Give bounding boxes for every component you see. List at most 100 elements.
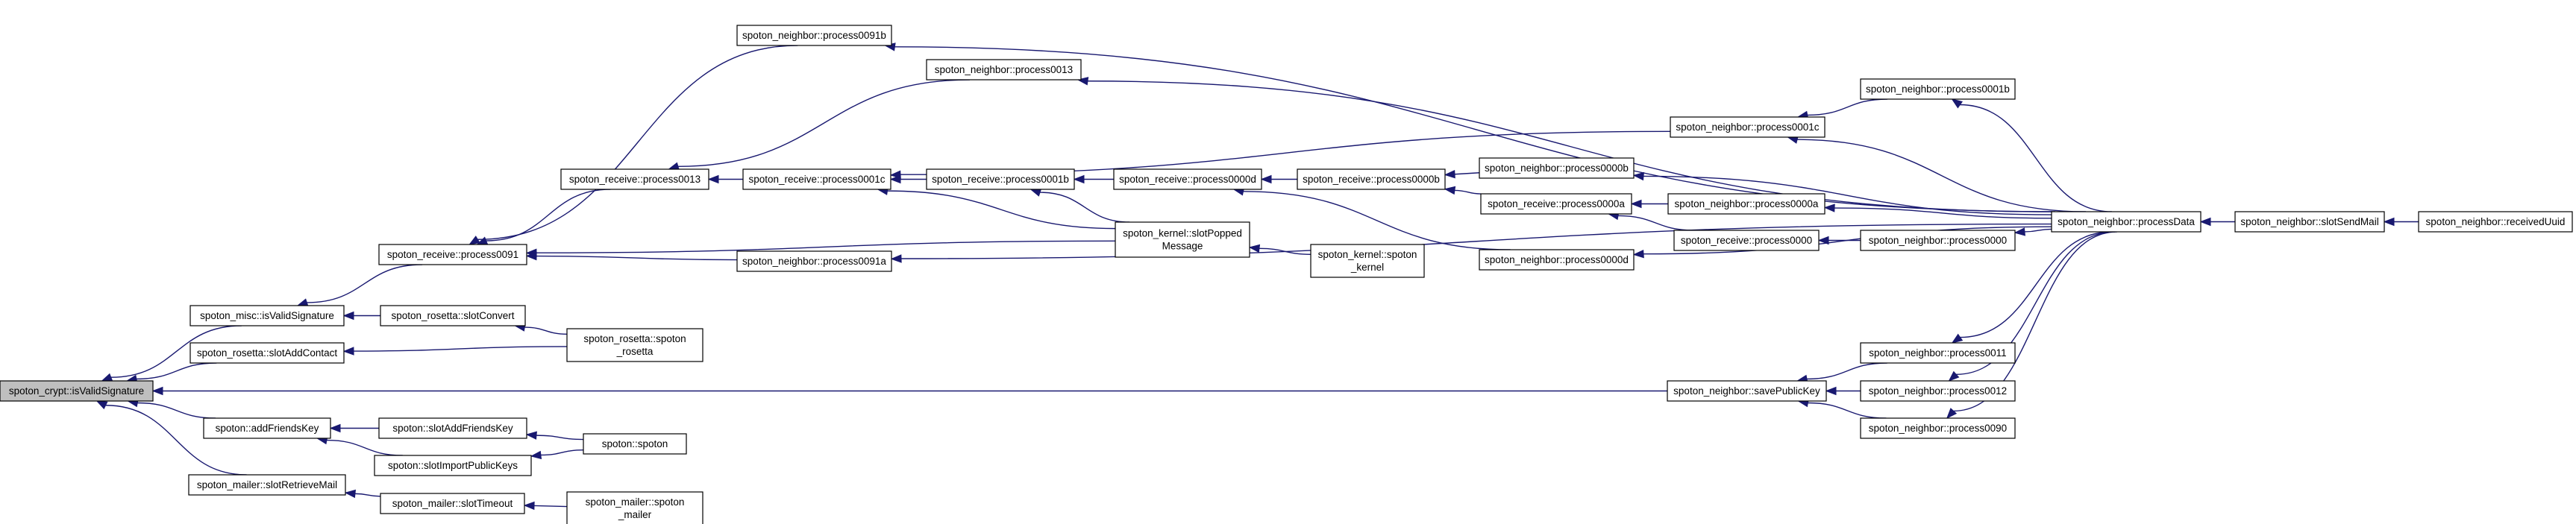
node-kernel-spoton-kernel[interactable]: spoton_kernel::spoton_kernel xyxy=(1310,244,1425,278)
arrowhead xyxy=(1948,370,1960,382)
node-spoton-spoton[interactable]: spoton::spoton xyxy=(583,433,687,455)
node-neighbor-process0000d[interactable]: spoton_neighbor::process0000d xyxy=(1479,249,1635,271)
node-neighbor-process0091a[interactable]: spoton_neighbor::process0091a xyxy=(736,250,892,272)
node-misc-is-valid-signature[interactable]: spoton_misc::isValidSignature xyxy=(189,305,345,326)
node-receive-process0001b[interactable]: spoton_receive::process0001b xyxy=(926,168,1075,190)
node-box xyxy=(203,417,331,439)
node-rosetta-slot-add-contact[interactable]: spoton_rosetta::slotAddContact xyxy=(189,342,345,364)
arrowhead xyxy=(1817,236,1829,245)
node-neighbor-slot-send-mail[interactable]: spoton_neighbor::slotSendMail xyxy=(2234,211,2385,233)
node-neighbor-process0000[interactable]: spoton_neighbor::process0000 xyxy=(1860,230,2016,251)
node-label: spoton_neighbor::savePublicKey xyxy=(1673,385,1820,397)
node-label: spoton_neighbor::processData xyxy=(2058,216,2195,227)
edge-line xyxy=(1618,215,1694,231)
node-neighbor-process0000a[interactable]: spoton_neighbor::process0000a xyxy=(1667,193,1826,215)
edge-neighbor-process0000a-to-receive-process0000a xyxy=(1630,199,1668,209)
node-box xyxy=(188,474,346,496)
node-neighbor-process0011[interactable]: spoton_neighbor::process0011 xyxy=(1860,342,2016,364)
edge-neighbor-process-data-to-neighbor-process0000b xyxy=(1632,171,2052,215)
node-label: spoton_kernel::spoton xyxy=(1318,249,1417,260)
node-receive-process0000d[interactable]: spoton_receive::process0000d xyxy=(1113,168,1262,190)
edge-neighbor-process-data-to-neighbor-process0011 xyxy=(1951,231,2112,344)
arrowhead xyxy=(296,298,309,307)
node-box xyxy=(1480,193,1632,215)
node-label: spoton_receive::process0000a xyxy=(1488,198,1625,209)
node-box xyxy=(1860,78,2016,100)
node-box xyxy=(1115,221,1250,258)
arrowhead xyxy=(101,373,113,382)
node-box xyxy=(736,250,892,272)
edge-neighbor-process-data-to-neighbor-process0001b xyxy=(1951,98,2112,212)
node-neighbor-process0090[interactable]: spoton_neighbor::process0090 xyxy=(1860,417,2016,439)
edge-receive-process0001b-to-receive-process0001c xyxy=(889,174,927,184)
edge-neighbor-save-public-key-to-is-valid-signature-crypt xyxy=(151,386,1667,396)
node-receive-process0000b[interactable]: spoton_receive::process0000b xyxy=(1297,168,1446,190)
edge-neighbor-process0091b-to-receive-process0091 xyxy=(468,45,798,245)
node-rosetta-spoton-rosetta[interactable]: spoton_rosetta::spoton_rosetta xyxy=(566,328,703,362)
node-label: _kernel xyxy=(1350,262,1384,273)
node-label: spoton_misc::isValidSignature xyxy=(200,310,334,321)
edge-line xyxy=(1039,192,1130,223)
node-box xyxy=(1479,157,1635,179)
arrowhead xyxy=(1951,98,1963,109)
node-neighbor-process0001b[interactable]: spoton_neighbor::process0001b xyxy=(1860,78,2016,100)
edge-neighbor-process-data-to-neighbor-process0012 xyxy=(1948,231,2115,382)
arrowhead xyxy=(525,251,537,261)
node-slot-add-friends-key[interactable]: spoton::slotAddFriendsKey xyxy=(378,417,527,439)
node-label: spoton_receive::process0000b xyxy=(1303,174,1440,185)
node-box xyxy=(1860,342,2016,364)
node-mailer-slot-timeout[interactable]: spoton_mailer::slotTimeout xyxy=(380,493,525,514)
edge-neighbor-received-uuid-to-neighbor-slot-send-mail xyxy=(2383,217,2419,227)
edge-neighbor-process0001b-to-neighbor-process0001c xyxy=(1796,98,1888,119)
node-neighbor-process0091b[interactable]: spoton_neighbor::process0091b xyxy=(736,25,892,46)
edge-add-friends-key-to-is-valid-signature-crypt xyxy=(127,398,216,419)
edge-line xyxy=(887,190,1116,230)
arrowhead xyxy=(1825,386,1837,396)
arrowhead xyxy=(523,501,535,511)
edge-rosetta-spoton-rosetta-to-rosetta-slot-add-contact xyxy=(342,346,568,356)
edge-line xyxy=(477,45,798,240)
edge-line xyxy=(136,362,217,380)
node-label: spoton_neighbor::receivedUuid xyxy=(2426,216,2566,227)
edge-kernel-slot-popped-message-to-receive-process0001b xyxy=(1030,188,1130,223)
edge-mailer-slot-retrieve-mail-to-is-valid-signature-crypt xyxy=(95,400,247,476)
node-neighbor-process0012[interactable]: spoton_neighbor::process0012 xyxy=(1860,380,2016,402)
node-neighbor-received-uuid[interactable]: spoton_neighbor::receivedUuid xyxy=(2418,211,2573,233)
nodes-layer: spoton_crypt::isValidSignature spoton_mis… xyxy=(0,25,2573,524)
node-label: spoton_neighbor::process0000d xyxy=(1485,254,1629,265)
node-receive-process0013[interactable]: spoton_receive::process0013 xyxy=(560,168,709,190)
arrowhead xyxy=(151,386,163,396)
node-receive-process0000[interactable]: spoton_receive::process0000 xyxy=(1673,230,1820,251)
node-neighbor-save-public-key[interactable]: spoton_neighbor::savePublicKey xyxy=(1667,380,1827,402)
node-slot-import-public-keys[interactable]: spoton::slotImportPublicKeys xyxy=(374,455,532,476)
node-neighbor-process-data[interactable]: spoton_neighbor::processData xyxy=(2051,211,2201,233)
edge-neighbor-process0000b-to-receive-process0000b xyxy=(1444,169,1480,179)
node-is-valid-signature-crypt[interactable]: spoton_crypt::isValidSignature xyxy=(0,380,154,402)
edge-line xyxy=(1953,231,2117,412)
node-box xyxy=(742,168,891,190)
node-receive-process0000a[interactable]: spoton_receive::process0000a xyxy=(1480,193,1632,215)
node-box xyxy=(736,25,892,46)
node-box xyxy=(566,491,703,524)
edge-line xyxy=(1834,207,2052,219)
edge-receive-process0000d-to-receive-process0001b xyxy=(1073,174,1114,184)
node-neighbor-process0013[interactable]: spoton_neighbor::process0013 xyxy=(926,59,1082,81)
node-box xyxy=(374,455,532,476)
node-receive-process0001c[interactable]: spoton_receive::process0001c xyxy=(742,168,891,190)
edge-line xyxy=(524,326,568,335)
node-neighbor-process0001c[interactable]: spoton_neighbor::process0001c xyxy=(1670,116,1826,138)
node-mailer-slot-retrieve-mail[interactable]: spoton_mailer::slotRetrieveMail xyxy=(188,474,346,496)
node-rosetta-slot-convert[interactable]: spoton_rosetta::slotConvert xyxy=(380,305,526,326)
node-neighbor-process0000b[interactable]: spoton_neighbor::process0000b xyxy=(1479,157,1635,179)
edge-line xyxy=(536,435,584,441)
edge-receive-process0000b-to-receive-process0000d xyxy=(1260,174,1297,184)
arrowhead xyxy=(1444,186,1456,195)
node-box xyxy=(560,168,709,190)
node-label: spoton_neighbor::process0000a xyxy=(1675,198,1819,209)
node-mailer-spoton-mailer[interactable]: spoton_mailer::spoton_mailer xyxy=(566,491,703,524)
node-box xyxy=(1667,193,1826,215)
node-label: _mailer xyxy=(618,509,652,520)
node-receive-process0091[interactable]: spoton_receive::process0091 xyxy=(378,244,527,265)
node-add-friends-key[interactable]: spoton::addFriendsKey xyxy=(203,417,331,439)
